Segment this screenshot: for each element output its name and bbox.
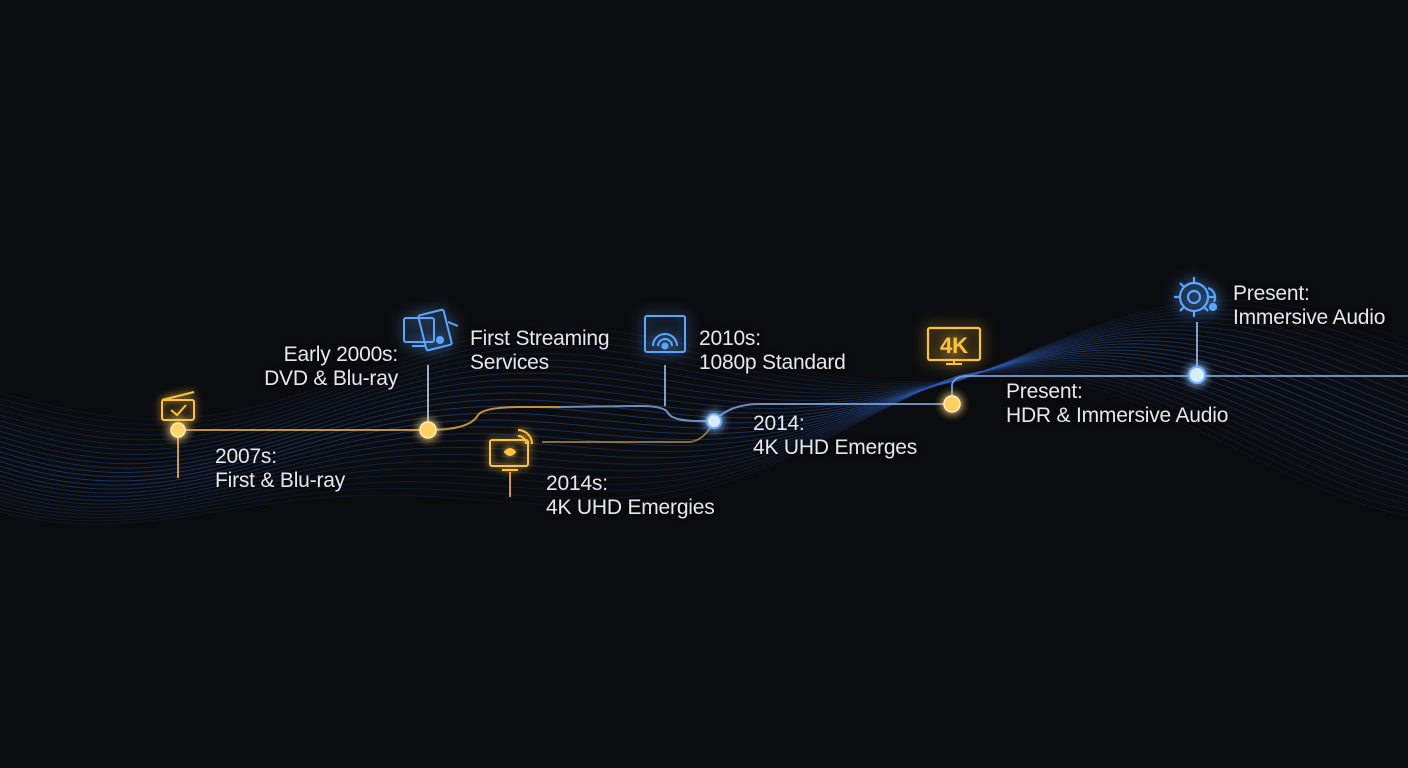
tv-signal-icon [489,429,533,471]
milestone-hd-title: 1080p Standard [699,351,846,374]
node-dvd [419,421,437,439]
4k-icon: 4K [926,326,982,365]
wave-line [0,304,1408,425]
wave-line [0,299,1408,420]
gear-audio-icon [1174,277,1218,317]
milestone-dvd: Early 2000s: DVD & Blu-ray [230,343,398,391]
milestone-first-2007-period: 2007s: [215,445,277,468]
milestone-streaming: First Streaming Services [470,327,610,375]
node-audio [1188,366,1206,384]
milestone-hdr: Present: HDR & Immersive Audio [1006,380,1228,428]
wave-line [0,329,1408,455]
milestone-uhd-2014: 2014: 4K UHD Emerges [753,412,917,460]
milestone-first-2007: 2007s: First & Blu-ray [215,445,345,493]
timeline-path-mid [559,404,714,422]
wave-line [0,368,1408,512]
node-uhd-2014 [706,413,722,429]
broadcast-icon [644,315,686,353]
milestone-first-2007-title: First & Blu-ray [215,469,346,492]
wave-line [0,360,1408,498]
wave-line [0,366,1408,509]
node-hdr [943,395,961,413]
wave-line [0,336,1408,465]
wave-line [0,325,1408,451]
wave-line [0,313,1408,436]
milestone-dvd-title: DVD & Blu-ray [264,367,398,390]
film-check-icon [161,391,195,421]
monitor-disc-icon [403,308,459,352]
node-first-2007 [170,422,186,438]
wave-line [0,308,1408,431]
milestone-uhd-2014s-period: 2014s: [546,472,608,495]
milestone-audio: Present: Immersive Audio [1233,282,1385,330]
4k-icon-text: 4K [940,333,968,358]
wave-line [0,321,1408,446]
milestone-uhd-2014s: 2014s: 4K UHD Emergies [546,472,715,520]
milestone-hdr-title: HDR & Immersive Audio [1006,404,1229,427]
milestone-hd: 2010s: 1080p Standard [699,327,846,375]
wave-line [0,357,1408,494]
milestone-dvd-period: Early 2000s: [283,343,399,366]
milestone-uhd-2014-title: 4K UHD Emerges [753,436,918,459]
wave-line [0,355,1408,490]
milestone-hd-period: 2010s: [699,327,761,350]
wave-line [0,362,1408,502]
milestone-audio-title: Immersive Audio [1233,306,1386,329]
wave-line [0,364,1408,505]
milestone-uhd-2014s-title: 4K UHD Emergies [546,496,715,519]
wave-line [0,369,1408,515]
milestone-uhd-2014-period: 2014: [753,412,805,435]
milestone-hdr-period: Present: [1006,380,1083,403]
wave-line [0,370,1408,519]
milestone-streaming-line2: Services [470,351,549,374]
timeline-nodes [160,357,1215,448]
wave-line [0,373,1408,525]
wave-line [0,333,1408,460]
wave-line [0,372,1408,522]
milestone-audio-period: Present: [1233,282,1310,305]
milestone-streaming-line1: First Streaming [470,327,610,350]
